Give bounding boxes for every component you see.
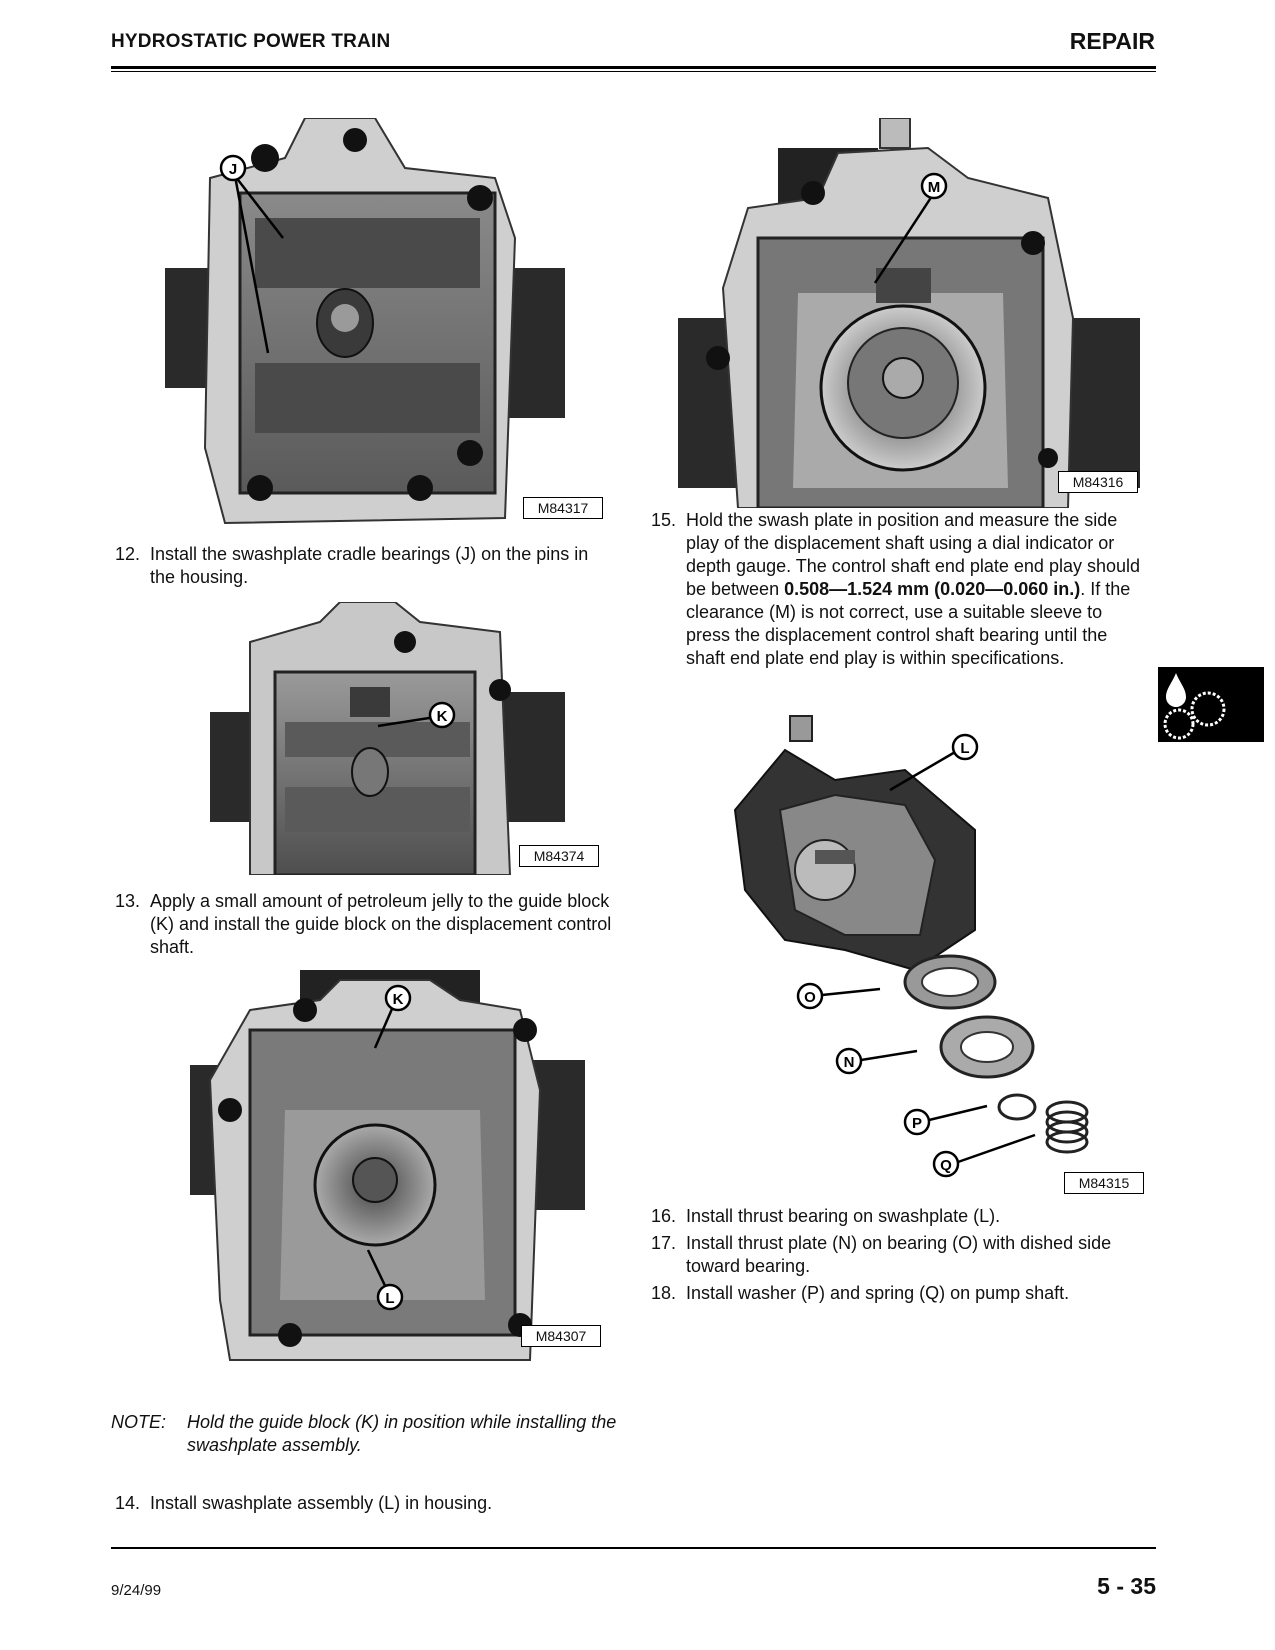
callout-k: K <box>437 708 448 725</box>
figure-id-m84374: M84374 <box>519 845 599 867</box>
step-text: Hold the swash plate in position and mea… <box>651 509 1151 670</box>
callout-n: N <box>844 1054 855 1071</box>
step-number: 15. <box>651 510 677 530</box>
step-text-part: . If the clearance (M) is not correct, u… <box>686 579 1131 668</box>
step-number: 13. <box>115 891 141 911</box>
step-18: 18. Install washer (P) and spring (Q) on… <box>651 1282 1151 1305</box>
figure-id-m84316: M84316 <box>1058 471 1138 493</box>
figure-m84374-photo: K <box>210 602 605 875</box>
note-label: NOTE: <box>111 1412 167 1432</box>
callout-l: L <box>385 1290 394 1307</box>
step-text: Install thrust plate (N) on bearing (O) … <box>686 1233 1112 1276</box>
step-14: 14. Install swashplate assembly (L) in h… <box>115 1492 615 1515</box>
step-15: 15. Hold the swash plate in position and… <box>651 509 1151 670</box>
callout-p: P <box>912 1115 922 1132</box>
figure-id-m84307: M84307 <box>521 1325 601 1347</box>
step-number: 14. <box>115 1493 141 1513</box>
step-13: 13. Apply a small amount of petroleum je… <box>115 890 615 959</box>
gears-icon <box>1163 691 1226 740</box>
figure-id-m84317: M84317 <box>523 497 603 519</box>
step-number: 12. <box>115 544 141 564</box>
section-tab <box>1158 667 1264 742</box>
footer-date: 9/24/99 <box>111 1582 162 1599</box>
callout-o: O <box>804 989 816 1006</box>
figure-m84315-photo: L O N P Q <box>725 710 1157 1195</box>
step-text: Apply a small amount of petroleum jelly … <box>150 891 612 957</box>
fluid-drop-icon <box>1166 673 1186 707</box>
step-12: 12. Install the swashplate cradle bearin… <box>115 543 605 589</box>
page-number: 5 - 35 <box>1097 1573 1156 1599</box>
figure-m84316-photo: M <box>678 118 1140 508</box>
note: NOTE: Hold the guide block (K) in positi… <box>111 1411 631 1457</box>
step-text: Install the swashplate cradle bearings (… <box>150 544 589 587</box>
figure-id-m84315: M84315 <box>1064 1172 1144 1194</box>
figure-m84307-photo: K L <box>190 970 605 1370</box>
header-rule-thin <box>111 71 1156 72</box>
callout-q: Q <box>940 1157 952 1174</box>
figure-m84317-photo: J <box>165 118 605 533</box>
step-number: 17. <box>651 1233 677 1253</box>
callout-k: K <box>393 991 404 1008</box>
step-number: 18. <box>651 1283 677 1303</box>
step-text-part: Hold the swash plate in position and mea… <box>686 510 1141 599</box>
step-16: 16. Install thrust bearing on swashplate… <box>651 1205 1151 1228</box>
step-number: 16. <box>651 1206 677 1226</box>
spec-value: 0.508—1.524 mm (0.020—0.060 in.) <box>784 579 1081 599</box>
running-header-section: HYDROSTATIC POWER TRAIN <box>111 31 391 52</box>
step-text: Install washer (P) and spring (Q) on pum… <box>686 1283 1070 1303</box>
footer-rule <box>111 1547 1156 1549</box>
header-rule <box>111 66 1156 69</box>
step-17: 17. Install thrust plate (N) on bearing … <box>651 1232 1151 1278</box>
callout-l: L <box>960 740 969 757</box>
note-text: Hold the guide block (K) in position whi… <box>187 1412 617 1455</box>
step-text: Install thrust bearing on swashplate (L)… <box>686 1206 1001 1226</box>
callout-j: J <box>229 161 237 178</box>
step-text: Install swashplate assembly (L) in housi… <box>150 1493 493 1513</box>
callout-m: M <box>928 179 941 196</box>
running-header-category: REPAIR <box>1069 28 1155 54</box>
